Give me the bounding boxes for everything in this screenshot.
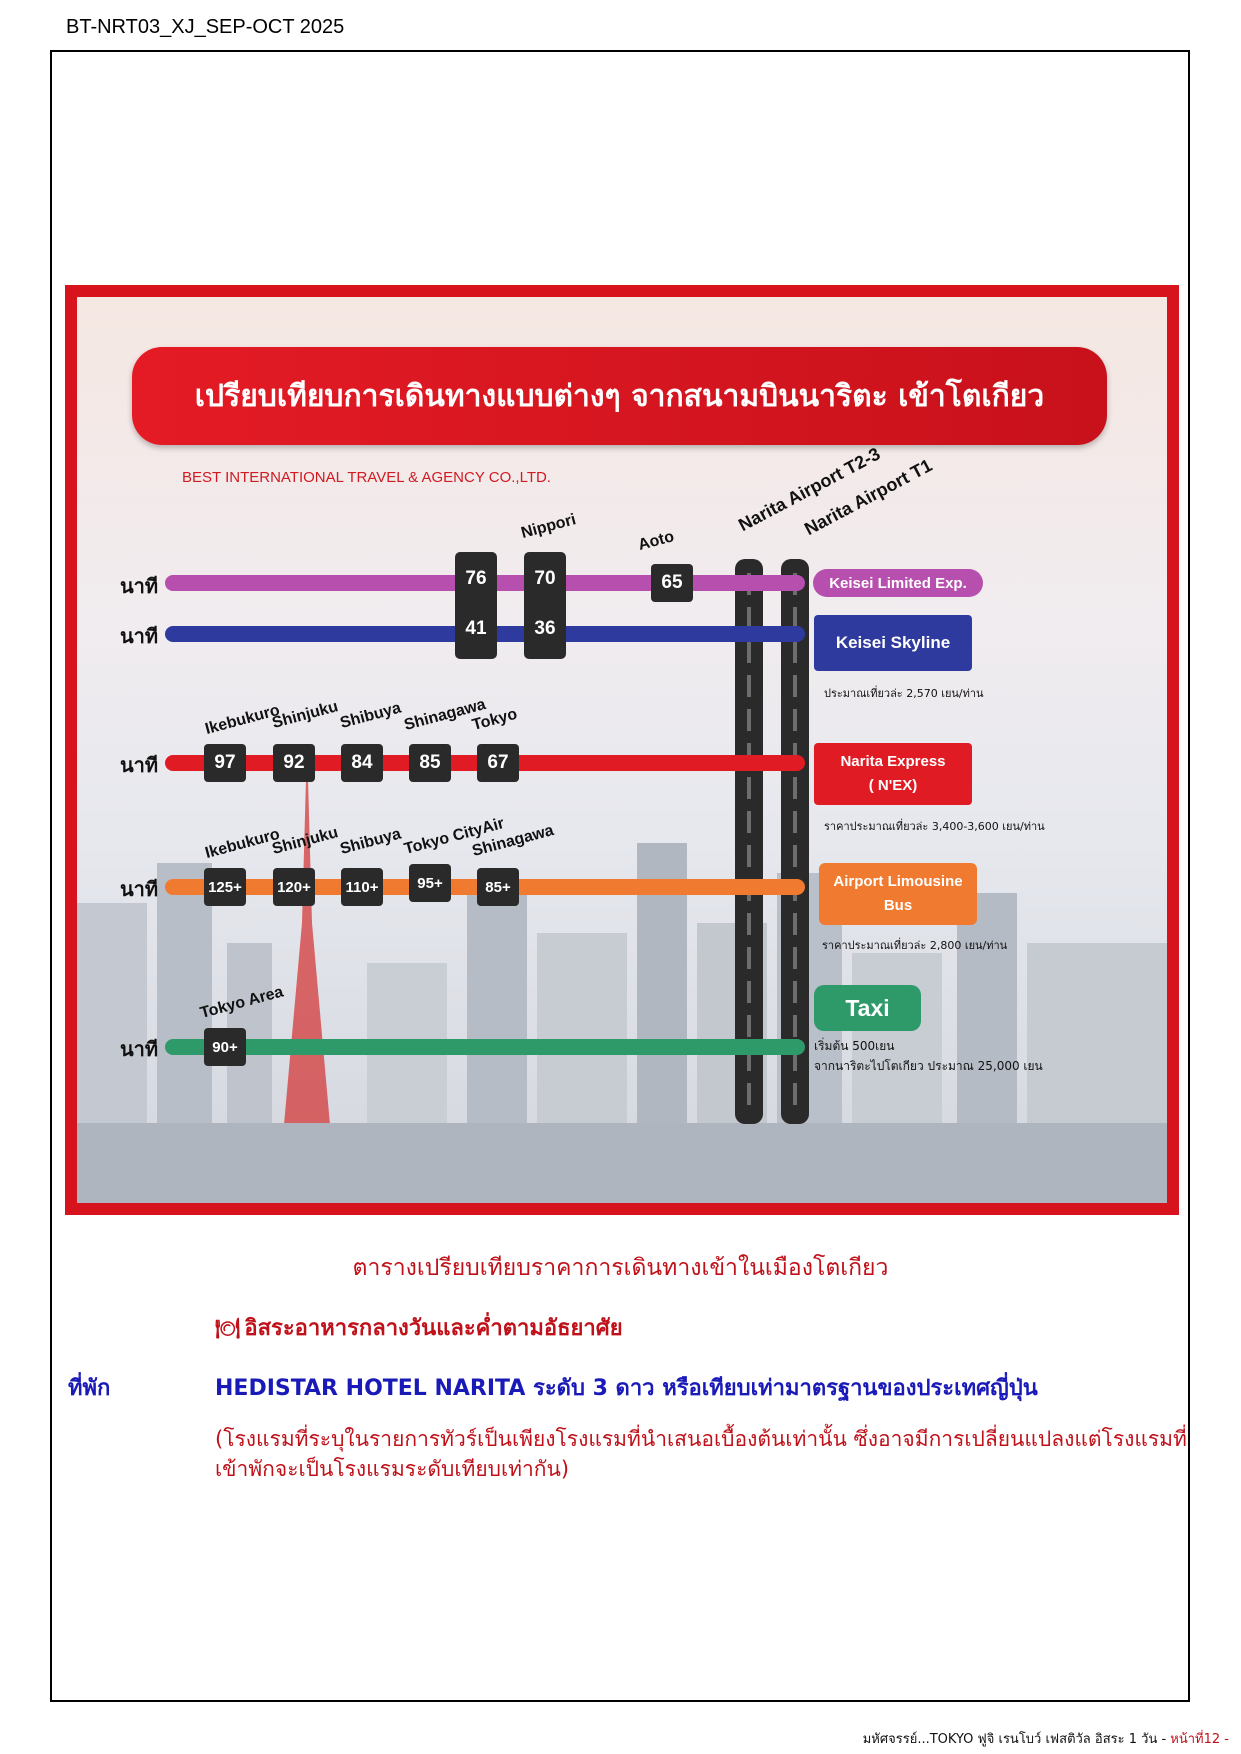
transport-infographic: เปรียบเทียบการเดินทางแบบต่างๆ จากสนามบิน… — [65, 285, 1179, 1215]
infographic-title: เปรียบเทียบการเดินทางแบบต่างๆ จากสนามบิน… — [132, 347, 1107, 445]
station-label: Ikebukuro — [203, 701, 282, 739]
minutes-label: นาที — [120, 574, 159, 598]
service-name: Bus — [883, 897, 913, 914]
time-box: 85+ — [477, 868, 519, 906]
time-box: 95+ — [409, 864, 451, 902]
station-label: Nippori — [519, 511, 578, 543]
minutes-label: นาที — [120, 1037, 159, 1061]
service-name: Keisei Limited Exp. — [829, 574, 967, 592]
service-name: ( N'EX) — [868, 777, 918, 794]
time-value: 70 — [534, 568, 556, 589]
taxi-total-price: จากนาริตะไปโตเกียว ประมาณ 25,000 เยน — [814, 1059, 1043, 1073]
service-name: Airport Limousine — [833, 873, 963, 890]
taxi-line — [165, 1039, 805, 1055]
meal-icon: 🍽 — [215, 1316, 241, 1340]
minutes-label: นาที — [120, 753, 159, 777]
company-name: BEST INTERNATIONAL TRAVEL & AGENCY CO.,L… — [182, 469, 551, 486]
page-number: หน้าที่12 - — [1170, 1732, 1229, 1747]
keisei-time-column: 76 41 — [455, 552, 497, 659]
keisei-time-column: 70 36 — [524, 552, 566, 659]
time-box: 125+ — [204, 868, 246, 906]
time-value: 36 — [534, 618, 556, 639]
skyliner-price: ประมาณเที่ยวล่ะ 2,570 เยน/ท่าน — [824, 687, 984, 700]
document-code: BT-NRT03_XJ_SEP-OCT 2025 — [66, 16, 345, 38]
limousine-bus-price: ราคาประมาณเที่ยวล่ะ 2,800 เยน/ท่าน — [822, 939, 1008, 952]
page-footer: มหัศจรรย์...TOKYO ฟูจิ เรนโบว์ เฟสติวัล … — [863, 1728, 1229, 1749]
time-box: 110+ — [341, 868, 383, 906]
minutes-label: นาที — [120, 877, 159, 901]
hotel-label: ที่พัก — [68, 1376, 111, 1401]
hotel-name: HEDISTAR HOTEL NARITA ระดับ 3 ดาว หรือเท… — [215, 1376, 1038, 1401]
infographic-canvas: เปรียบเทียบการเดินทางแบบต่างๆ จากสนามบิน… — [77, 297, 1167, 1203]
city-skyline-illustration — [77, 743, 1167, 1203]
time-box: 92 — [273, 744, 315, 782]
meal-line: 🍽อิสระอาหารกลางวันและค่ำตามอัธยาศัย — [215, 1310, 623, 1345]
meal-text: อิสระอาหารกลางวันและค่ำตามอัธยาศัย — [244, 1316, 623, 1341]
time-box: 97 — [204, 744, 246, 782]
nex-price: ราคาประมาณเที่ยวล่ะ 3,400-3,600 เยน/ท่าน — [824, 820, 1045, 833]
time-box: 67 — [477, 744, 519, 782]
taxi-start-price: เริ่มต้น 500เยน — [814, 1039, 895, 1053]
infographic-caption: ตารางเปรียบเทียบราคาการเดินทางเข้าในเมือ… — [352, 1255, 889, 1281]
time-value: 41 — [465, 618, 487, 639]
time-box: 120+ — [273, 868, 315, 906]
nex-badge: Narita Express ( N'EX) — [814, 743, 972, 805]
airport-t1-pillar — [781, 559, 809, 1124]
station-label: Shinjuku — [270, 698, 341, 733]
time-box: 85 — [409, 744, 451, 782]
service-name: Taxi — [845, 994, 890, 1021]
station-label: Shibuya — [338, 699, 403, 733]
keisei-limited-badge: Keisei Limited Exp. — [813, 569, 983, 597]
minutes-label: นาที — [120, 624, 159, 648]
hotel-note: (โรงแรมที่ระบุในรายการทัวร์เป็นเพียงโรงแ… — [215, 1427, 1187, 1481]
airport-t23-pillar — [735, 559, 763, 1124]
time-value: 76 — [465, 568, 487, 589]
limousine-bus-badge: Airport Limousine Bus — [819, 863, 977, 925]
footer-title: มหัศจรรย์...TOKYO ฟูจิ เรนโบว์ เฟสติวัล … — [862, 1732, 1171, 1747]
time-box: 65 — [651, 564, 693, 602]
service-name: Narita Express — [840, 753, 946, 770]
time-box: 84 — [341, 744, 383, 782]
page-frame — [50, 50, 1190, 1702]
skyliner-badge: Keisei Skyline — [814, 615, 972, 671]
taxi-badge: Taxi — [814, 985, 921, 1031]
station-label: Aoto — [636, 528, 676, 555]
service-name: Keisei Skyline — [835, 633, 951, 652]
time-box: 90+ — [204, 1028, 246, 1066]
